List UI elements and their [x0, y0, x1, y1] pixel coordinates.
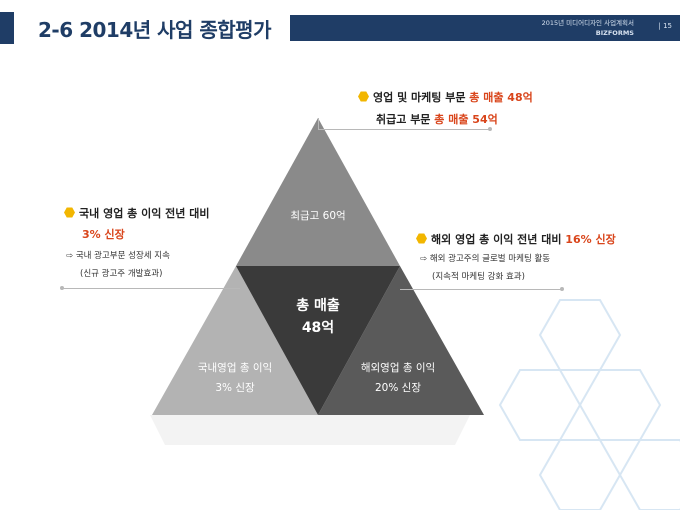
header-meta: 2015년 미디어디자인 사업계획서 BIZFORMS [542, 18, 634, 38]
callout-left-highlight: 3% 신장 [82, 226, 125, 242]
domestic-growth-value: 3% 신장 [82, 228, 125, 241]
brand-name: BIZFORMS [595, 29, 634, 37]
total-sales-value: 48억 [301, 320, 335, 336]
pyramid-right-label: 해외영업 총 이익 20% 신장 [338, 358, 458, 398]
pyramid-left-segment [152, 266, 318, 415]
callout-right-heading: 해외 영업 총 이익 전년 대비 16% 신장 [416, 231, 616, 247]
connector-right-dot [560, 287, 564, 291]
overseas-profit-label: 해외영업 총 이익 [360, 362, 436, 374]
pyramid-left-label: 국내영업 총 이익 3% 신장 [175, 358, 295, 398]
handling-volume-value: 총 매출 54억 [434, 113, 498, 126]
sales-marketing-label: 영업 및 마케팅 부문 [373, 91, 470, 104]
pyramid-top-segment [236, 118, 400, 266]
connector-right-line [400, 289, 562, 290]
total-sales-label: 총 매출 [296, 298, 340, 314]
domestic-heading: 국내 영업 총 이익 전년 대비 [79, 207, 210, 220]
bullet-hexagon-icon [416, 233, 427, 244]
connector-left-dot [60, 286, 64, 290]
callout-top-line2: 취급고 부문 총 매출 54억 [376, 111, 498, 127]
page-title: 2-6 2014년 사업 종합평가 [38, 18, 272, 42]
callout-left-bullet: ⇨ 국내 광고부문 성장세 지속 [66, 251, 170, 261]
sales-marketing-value: 총 매출 48억 [469, 91, 533, 104]
header-accent-bar [0, 12, 14, 44]
domestic-profit-value: 3% 신장 [215, 382, 255, 394]
document-name: 2015년 미디어디자인 사업계획서 [541, 19, 634, 27]
callout-left-note: (신규 광고주 개발효과) [80, 269, 163, 279]
overseas-heading: 해외 영업 총 이익 전년 대비 [431, 233, 566, 246]
callout-top-line1: 영업 및 마케팅 부문 총 매출 48억 [358, 89, 533, 105]
connector-top-vertical [318, 118, 319, 130]
connector-top-dot [488, 127, 492, 131]
pyramid-top-text: 최급고 60억 [290, 210, 346, 222]
header-bar [290, 15, 680, 41]
pyramid-center-segment [236, 266, 400, 415]
bullet-hexagon-icon [358, 91, 369, 102]
page-number: | 15 [658, 22, 673, 30]
callout-right-note: (지속적 마케팅 강화 효과) [432, 272, 525, 282]
callout-right-bullet: ⇨ 해외 광고주의 글로벌 마케팅 활동 [420, 254, 551, 264]
overseas-growth-value: 16% 신장 [565, 233, 616, 246]
handling-volume-label: 취급고 부문 [376, 113, 435, 126]
connector-left-line [62, 288, 240, 289]
callout-left-heading: 국내 영업 총 이익 전년 대비 [64, 205, 209, 221]
pyramid-top-label: 최급고 60억 [268, 206, 368, 226]
overseas-profit-value: 20% 신장 [375, 382, 421, 394]
pyramid-right-segment [318, 266, 484, 415]
pyramid-center-label: 총 매출 48억 [268, 295, 368, 339]
connector-top-line [318, 129, 490, 130]
domestic-profit-label: 국내영업 총 이익 [197, 362, 273, 374]
bullet-hexagon-icon [64, 207, 75, 218]
